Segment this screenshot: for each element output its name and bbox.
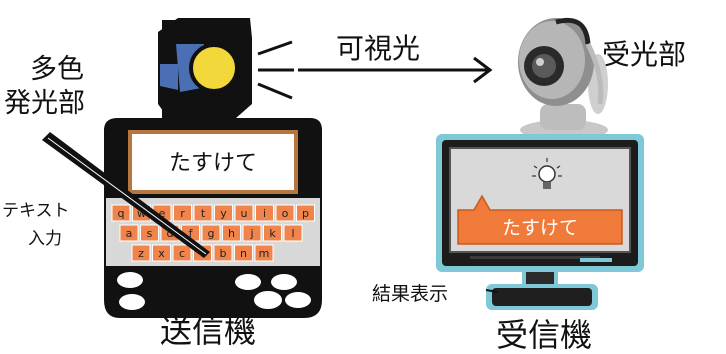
- device-button[interactable]: [254, 291, 282, 309]
- key-label: h: [228, 227, 235, 240]
- key-k[interactable]: [263, 224, 282, 242]
- key-z[interactable]: [131, 244, 151, 262]
- key-label: x: [158, 247, 165, 260]
- key-u[interactable]: [234, 204, 254, 222]
- key-t[interactable]: [193, 204, 213, 222]
- webcam-receiver-icon: [518, 17, 608, 140]
- multicolor-label-line1: 多色: [30, 54, 84, 85]
- light-ray: [257, 82, 293, 100]
- key-label: l: [291, 227, 294, 240]
- key-b[interactable]: [213, 244, 233, 262]
- device-button[interactable]: [117, 272, 143, 288]
- key-r[interactable]: [173, 204, 192, 222]
- visible-light-arrow: [298, 56, 493, 84]
- receiver-part-label: 受光部: [602, 38, 686, 71]
- key-j[interactable]: [242, 224, 262, 242]
- key-label: y: [220, 207, 227, 220]
- key-x[interactable]: [152, 244, 171, 262]
- key-s[interactable]: [140, 224, 159, 242]
- transmitter-device: たすけて qwertyuiopasdfghjklzxcvbnm: [104, 118, 322, 318]
- key-label: n: [240, 247, 247, 260]
- light-lens-icon: [189, 43, 239, 93]
- lightbulb-icon: [532, 158, 562, 189]
- key-label: e: [159, 207, 166, 220]
- text-input-label-line1: テキスト: [2, 201, 70, 221]
- key-c[interactable]: [172, 244, 192, 262]
- key-label: k: [269, 227, 276, 240]
- key-label: m: [259, 247, 270, 260]
- key-n[interactable]: [234, 244, 253, 262]
- receiver-label: 受信機: [496, 316, 592, 354]
- key-label: g: [208, 227, 215, 240]
- key-i[interactable]: [255, 204, 274, 222]
- result-display-label: 結果表示: [372, 283, 448, 305]
- key-p[interactable]: [296, 204, 315, 222]
- receiver-bubble-text: たすけて: [502, 217, 578, 239]
- result-speech-bubble: [457, 194, 623, 245]
- key-label: o: [282, 207, 289, 220]
- key-h[interactable]: [222, 224, 241, 242]
- text-input-label-line2: 入力: [28, 229, 62, 249]
- key-label: b: [220, 247, 227, 260]
- key-label: z: [138, 247, 144, 260]
- key-g[interactable]: [201, 224, 221, 242]
- key-o[interactable]: [275, 204, 295, 222]
- key-y[interactable]: [214, 204, 233, 222]
- light-ray: [257, 40, 293, 56]
- key-l[interactable]: [283, 224, 303, 242]
- key-label: s: [147, 227, 153, 240]
- key-q[interactable]: [111, 204, 131, 222]
- transmitter-screen-text: たすけて: [169, 151, 257, 176]
- key-label: w: [137, 207, 146, 220]
- key-m[interactable]: [254, 244, 274, 262]
- multicolor-light-emitter: [158, 18, 294, 120]
- key-label: t: [201, 207, 206, 220]
- key-a[interactable]: [119, 224, 139, 242]
- key-label: a: [126, 227, 133, 240]
- key-label: c: [179, 247, 185, 260]
- receiver-monitor: たすけて: [436, 134, 644, 310]
- device-button[interactable]: [119, 294, 145, 310]
- key-label: f: [189, 227, 194, 240]
- key-label: j: [249, 227, 253, 240]
- multicolor-label-line2: 発光部: [4, 88, 85, 119]
- key-label: p: [302, 207, 309, 220]
- key-label: i: [263, 207, 266, 220]
- transmitter-screen: [128, 130, 298, 194]
- device-button[interactable]: [235, 274, 261, 290]
- key-label: u: [241, 207, 248, 220]
- key-label: q: [118, 207, 125, 220]
- transmitter-label: 送信機: [160, 312, 256, 350]
- visible-light-label: 可視光: [336, 32, 420, 65]
- device-button[interactable]: [271, 274, 297, 290]
- key-label: d: [167, 227, 174, 240]
- key-label: r: [180, 207, 185, 220]
- device-button[interactable]: [285, 292, 311, 308]
